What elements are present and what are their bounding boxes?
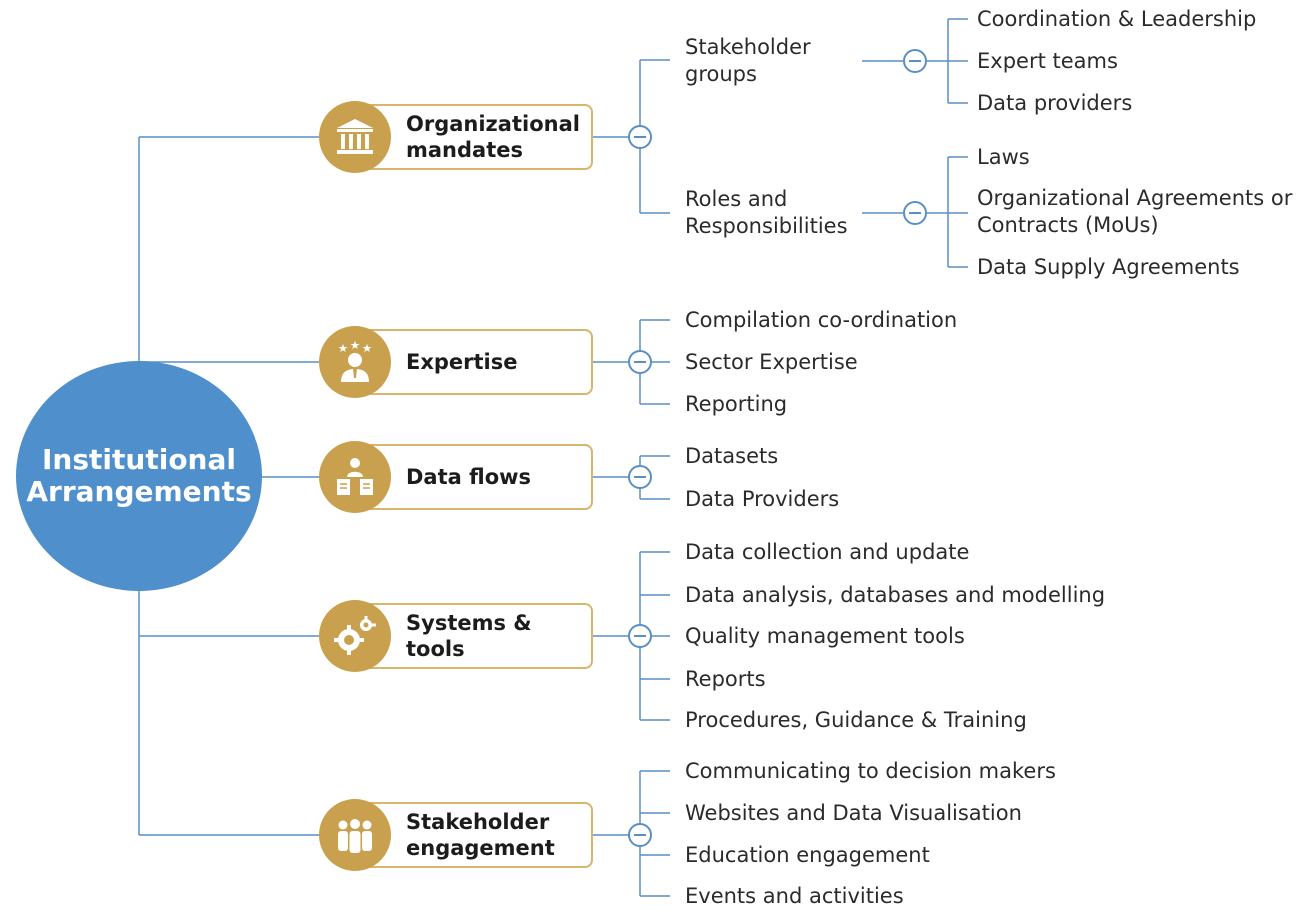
leaf-item: Laws [977,145,1030,169]
leaf-item: Communicating to decision makers [685,759,1056,783]
group-label-line: Stakeholder [685,35,811,59]
leaf-item: Websites and Data Visualisation [685,801,1022,825]
leaf-item: Sector Expertise [685,350,858,374]
collapse-toggle-expertise[interactable] [628,350,652,374]
collapse-toggle-roles-responsibilities[interactable] [903,201,927,225]
leaf-item: Education engagement [685,843,930,867]
group-label-line: Responsibilities [685,214,848,238]
leaf-item: Data collection and update [685,540,970,564]
group-label-line: Roles and [685,187,788,211]
root-title-line-1: Institutional [42,443,236,476]
branch-label-line: Expertise [406,350,518,374]
group-label-line: groups [685,62,757,86]
branch-label-line: Stakeholder [406,810,550,834]
branch-label-line: Data flows [406,465,532,489]
branch-label-line: engagement [406,836,555,860]
leaf-item: Reporting [685,392,788,416]
expert-person-icon [319,326,391,398]
leaf-item: Reports [685,667,766,691]
leaf-item: Data providers [977,91,1133,115]
leaf-item: Compilation co-ordination [685,308,958,332]
branch-label-line: Systems & tools [406,611,532,661]
branch-label-line: Organizational [406,112,580,136]
leaf-item: Organizational Agreements or Contracts (… [977,186,1293,237]
data-flow-icon [319,441,391,513]
collapse-toggle-systems-tools[interactable] [628,624,652,648]
leaf-item: Quality management tools [685,624,965,648]
leaf-item: Data Providers [685,487,840,511]
leaf-item: Expert teams [977,49,1118,73]
gears-icon [319,600,391,672]
collapse-toggle-data-flows[interactable] [628,465,652,489]
leaf-item: Datasets [685,444,779,468]
people-group-icon [319,799,391,871]
leaf-item: Events and activities [685,884,904,908]
group-label-roles-responsibilities: Roles and Responsibilities [685,186,848,240]
bank-building-icon [319,101,391,173]
collapse-toggle-stakeholder-groups[interactable] [903,49,927,73]
group-label-stakeholder-groups: Stakeholder groups [685,34,811,88]
leaf-item: Data Supply Agreements [977,255,1240,279]
leaf-item: Coordination & Leadership [977,7,1257,31]
collapse-toggle-stakeholder-engagement[interactable] [628,823,652,847]
leaf-item: Data analysis, databases and modelling [685,583,1106,607]
root-title-line-2: Arrangements [26,475,252,508]
branch-label-line: mandates [406,138,523,162]
collapse-toggle-organizational-mandates[interactable] [628,125,652,149]
root-node: Institutional Arrangements [16,361,262,591]
leaf-item: Procedures, Guidance & Training [685,708,1027,732]
